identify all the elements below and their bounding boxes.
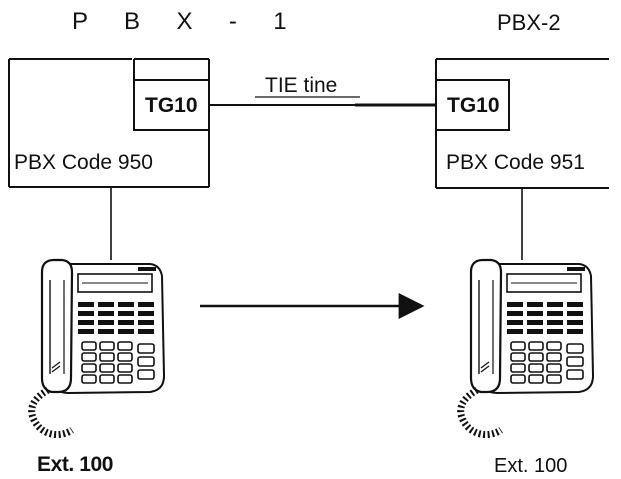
pbx2-extension-label: Ext. 100 bbox=[494, 455, 568, 477]
tie-line-label: TIE tine bbox=[265, 74, 338, 97]
pbx1-trunk-group: TG10 bbox=[145, 94, 198, 117]
pbx1-code-label: PBX Code 950 bbox=[14, 151, 153, 174]
pbx1-extension-label: Ext. 100 bbox=[37, 453, 114, 476]
pbx2-title: PBX-2 bbox=[497, 10, 561, 35]
pbx1-title: P B X - 1 bbox=[72, 8, 302, 35]
desk-telephone-icon bbox=[461, 260, 593, 435]
pbx2-code-label: PBX Code 951 bbox=[446, 151, 585, 174]
desk-telephone-icon bbox=[32, 260, 164, 435]
pbx2-trunk-group: TG10 bbox=[447, 94, 500, 117]
